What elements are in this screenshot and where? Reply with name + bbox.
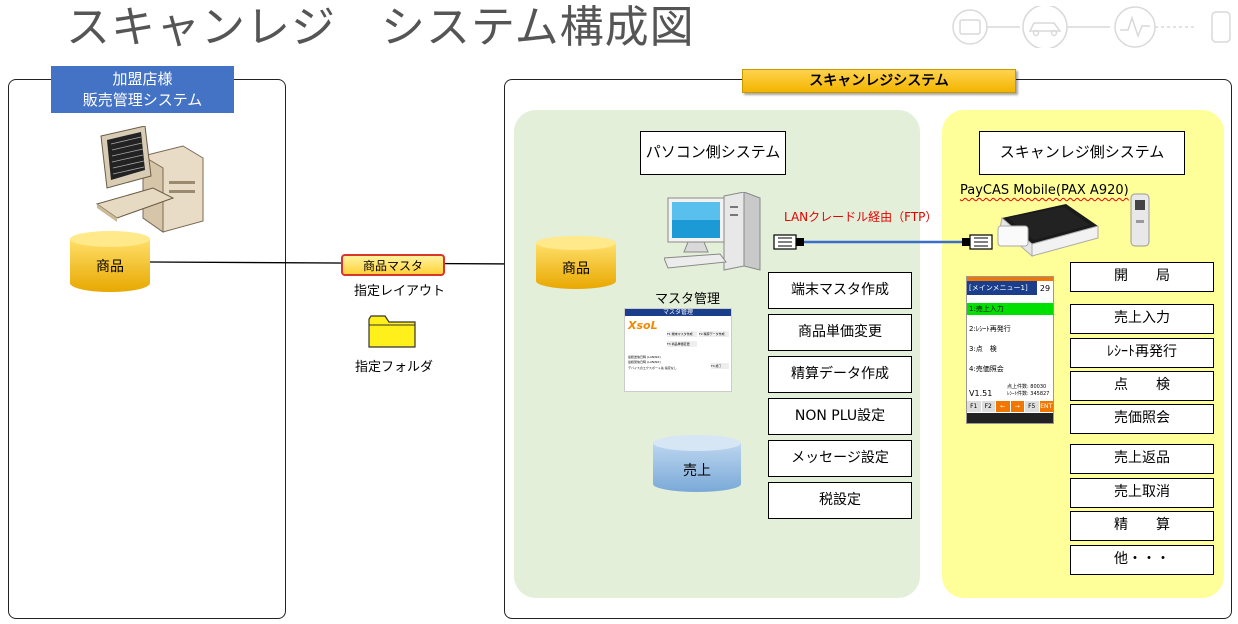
sc-func-settlement[interactable]: 精 算 — [1070, 511, 1214, 541]
scanner-screen: [メインメニュー1] 29 1:売上入力 2:ﾚｼｰﾄ再発行 3:点 検 4:売… — [966, 276, 1054, 424]
layout-label: 指定レイアウト — [354, 284, 446, 299]
pc-product-db-icon — [536, 236, 616, 289]
scanreg-system-header: スキャンレジシステム — [742, 69, 1016, 93]
card-icon — [952, 9, 988, 45]
screen-item-1[interactable]: 1:売上入力 — [967, 303, 1053, 315]
merchant-db-label: 商品 — [96, 259, 124, 275]
sc-func-receipt-reissue[interactable]: ﾚｼｰﾄ再発行 — [1070, 338, 1214, 368]
xsol-logo: XsoL — [628, 319, 658, 332]
merchant-product-db-icon — [70, 231, 150, 292]
key-f1[interactable]: F1 — [967, 401, 982, 412]
func-tax[interactable]: 税設定 — [768, 482, 912, 519]
screen-status-bar — [967, 277, 1053, 281]
scanner-system-label: スキャンレジ側システム — [979, 131, 1185, 175]
lan-link-label: LANクレードル経由（FTP） — [784, 210, 938, 224]
screenshot-header: マスタ管理 — [625, 309, 731, 316]
lan-connector-right-icon — [962, 234, 993, 250]
screenshot-btn-2: F2 精算データ作成 — [699, 331, 729, 337]
screenshot-info-2: 最終受信日時 (LAN/NX) — [628, 360, 661, 364]
master-mgmt-screenshot: マスタ管理 XsoL F1 端末マスタ作成 F2 精算データ作成 F3 商品単価… — [624, 308, 732, 392]
desktop-pc-icon — [95, 126, 204, 233]
screenshot-btn-1: F1 端末マスタ作成 — [667, 331, 697, 337]
transfer-arrow — [150, 260, 530, 268]
master-mgmt-label: マスタ管理 — [655, 292, 721, 307]
pc-db-label: 商品 — [562, 261, 590, 277]
sc-func-price-check[interactable]: 売価照会 — [1070, 404, 1214, 434]
func-message[interactable]: メッセージ設定 — [768, 440, 912, 477]
lan-connector-left-icon — [773, 234, 804, 250]
sc-func-inspection[interactable]: 点 検 — [1070, 371, 1214, 401]
screen-stats2-label: ﾚｼｰﾄ件数: — [1007, 391, 1029, 397]
folder-label: 指定フォルダ — [355, 360, 434, 375]
sales-db-label: 売上 — [683, 463, 711, 479]
pc-system-label: パソコン側システム — [640, 131, 786, 175]
sc-func-sales-entry[interactable]: 売上入力 — [1070, 304, 1214, 334]
screen-menu-title: [メインメニュー1] — [967, 281, 1037, 295]
page-title: スキャンレジ システム構成図 — [66, 2, 695, 53]
pc-computer-icon — [664, 192, 761, 271]
func-settlement-data[interactable]: 精算データ作成 — [768, 356, 912, 393]
sales-db-icon — [653, 435, 741, 492]
key-f2[interactable]: F2 — [981, 401, 996, 412]
key-f5[interactable]: F5 — [1025, 401, 1040, 412]
car-icon — [1022, 6, 1068, 48]
sc-func-sales-cancel[interactable]: 売上取消 — [1070, 478, 1214, 508]
func-non-plu[interactable]: NON PLU設定 — [768, 398, 912, 435]
device-label: PayCAS Mobile(PAX A920) — [960, 183, 1129, 198]
screen-stats1-label: 点上件数: — [1007, 384, 1029, 390]
product-master-tag: 商品マスタ — [341, 254, 445, 276]
key-ent[interactable]: ENT — [1039, 401, 1053, 412]
handheld-scanner-icon — [1130, 193, 1150, 247]
phone-icon — [1211, 11, 1231, 43]
screen-nav-bar — [967, 413, 1053, 423]
func-terminal-master[interactable]: 端末マスタ作成 — [768, 272, 912, 309]
lan-cable-link — [773, 234, 993, 250]
func-unit-price-change[interactable]: 商品単価変更 — [768, 314, 912, 351]
screen-item-4[interactable]: 4:売価照会 — [969, 365, 1004, 373]
screen-menu-number: 29 — [1039, 283, 1051, 293]
screenshot-info-3: デバイスのエクスポート先 指定なし — [628, 366, 677, 370]
screenshot-btn-3: F3 商品単価変更 — [667, 341, 697, 347]
screen-stats1-value: 80030 — [1030, 384, 1047, 390]
sc-func-open[interactable]: 開 局 — [1070, 262, 1214, 292]
key-right[interactable]: → — [1010, 401, 1025, 412]
screen-stats2-value: 345827 — [1030, 391, 1050, 397]
key-left[interactable]: ← — [996, 401, 1011, 412]
sc-func-sales-return[interactable]: 売上返品 — [1070, 444, 1214, 474]
screenshot-info-1: 最終送信日時 (LAN/NX) — [628, 355, 661, 359]
screenshot-btn-4: F4 終了 — [711, 363, 729, 369]
screen-item-2[interactable]: 2:ﾚｼｰﾄ再発行 — [969, 325, 1011, 333]
decorative-icons — [952, 6, 1231, 48]
merchant-system-header: 加盟店様 販売管理システム — [51, 66, 234, 113]
screen-version: V1.51 — [969, 389, 993, 398]
screen-key-row: F1 F2 ← → F5 ENT — [967, 401, 1053, 412]
screen-item-3[interactable]: 3:点 検 — [969, 345, 997, 353]
folder-icon — [368, 315, 416, 348]
paycas-terminal-icon — [997, 204, 1099, 258]
sc-func-other[interactable]: 他・・・ — [1070, 545, 1214, 575]
